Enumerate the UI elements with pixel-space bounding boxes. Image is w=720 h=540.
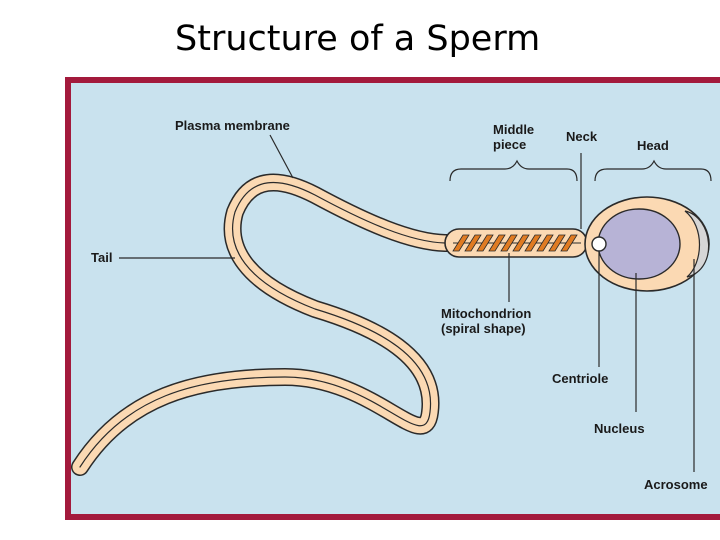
plasma-membrane-leader xyxy=(269,134,294,179)
label-neck: Neck xyxy=(566,129,598,144)
label-head: Head xyxy=(637,138,669,153)
slide-title: Structure of a Sperm xyxy=(175,19,541,59)
mitochondrion-spiral xyxy=(452,234,578,252)
label-nucleus: Nucleus xyxy=(594,421,645,436)
middle-piece-brace xyxy=(449,159,578,182)
sperm-tail xyxy=(71,173,466,476)
label-middle-piece-line2: piece xyxy=(493,137,526,152)
label-plasma-membrane: Plasma membrane xyxy=(175,118,290,133)
diagram-frame xyxy=(65,77,720,520)
head-brace xyxy=(594,159,712,182)
diagram-background xyxy=(65,77,720,520)
acrosome-shape xyxy=(684,210,710,278)
sperm-head xyxy=(584,196,710,292)
label-acrosome: Acrosome xyxy=(644,477,708,492)
label-centriole: Centriole xyxy=(552,371,608,386)
label-middle-piece-line1: Middle xyxy=(493,122,534,137)
label-mitochondrion-line2: (spiral shape) xyxy=(441,321,526,336)
label-tail: Tail xyxy=(91,250,112,265)
nucleus-shape xyxy=(597,208,681,280)
label-mitochondrion-line1: Mitochondrion xyxy=(441,306,531,321)
centriole-shape xyxy=(591,236,607,252)
sperm-diagram: Plasma membrane Tail Middle piece Neck H… xyxy=(65,77,720,520)
